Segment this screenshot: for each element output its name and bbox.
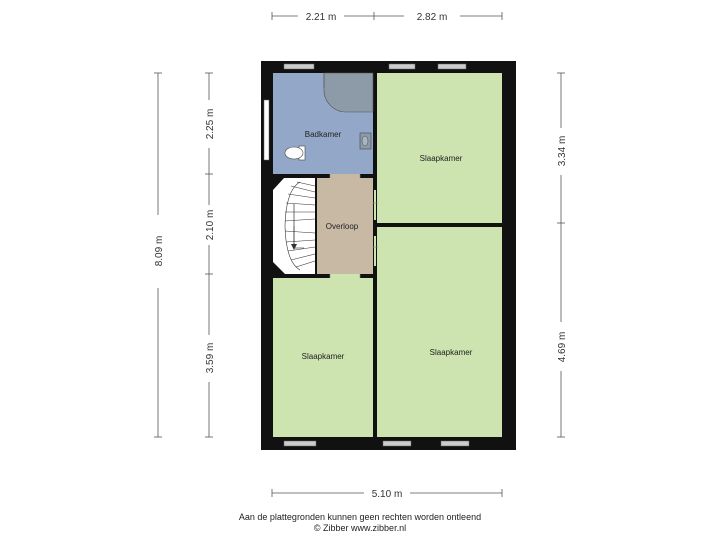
label-landing: Overloop xyxy=(326,222,359,231)
room-bedroom-top-right xyxy=(377,73,502,223)
stair-arrow-icon xyxy=(291,244,297,250)
dim-right-top: 3.34 m xyxy=(557,136,568,167)
dim-left-top: 2.25 m xyxy=(205,109,216,140)
room-bedroom-bottom-right xyxy=(377,227,502,437)
stairwell-corner-top xyxy=(273,178,284,190)
toilet-icon xyxy=(284,145,306,161)
doors xyxy=(330,174,376,278)
copyright-text: © Zibber www.zibber.nl xyxy=(313,523,407,533)
sink-icon xyxy=(359,132,372,150)
dimension-lines xyxy=(154,12,565,497)
shower xyxy=(323,72,374,113)
dim-left-total: 8.09 m xyxy=(154,236,165,267)
room-landing xyxy=(317,178,373,274)
dim-top-right: 2.82 m xyxy=(417,12,448,23)
room-bedroom-bottom-left xyxy=(273,278,373,437)
dim-left-bottom: 3.59 m xyxy=(205,343,216,374)
label-bedroom-bottom-left: Slaapkamer xyxy=(302,352,345,361)
label-bathroom: Badkamer xyxy=(305,130,342,139)
label-bedroom-bottom-right: Slaapkamer xyxy=(430,348,473,357)
door-marks xyxy=(329,174,378,278)
stairwell-corner-bottom xyxy=(273,262,285,274)
dim-bottom-total: 5.10 m xyxy=(372,489,403,500)
dim-right-bottom: 4.69 m xyxy=(557,332,568,363)
windows xyxy=(263,63,470,447)
dim-left-middle: 2.10 m xyxy=(205,210,216,241)
disclaimer-text: Aan de plattegronden kunnen geen rechten… xyxy=(238,512,482,522)
staircase xyxy=(284,181,316,271)
label-bedroom-top-right: Slaapkamer xyxy=(420,154,463,163)
dim-top-left: 2.21 m xyxy=(306,12,337,23)
